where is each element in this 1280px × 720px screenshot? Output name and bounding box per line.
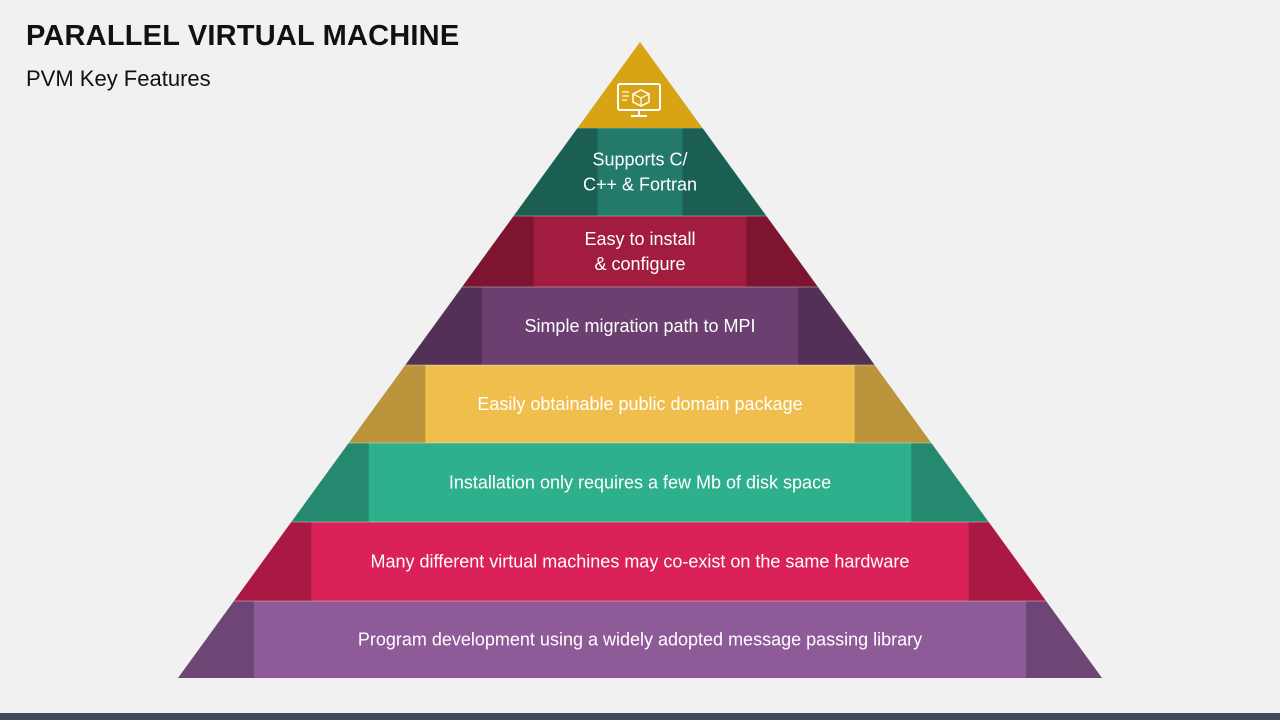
computer-monitor-cube-icon — [617, 83, 661, 117]
footer-bar — [0, 713, 1280, 720]
tier-label: Easy to install — [584, 229, 695, 249]
tier-left-facet — [178, 601, 254, 678]
tier-right-facet — [682, 128, 767, 216]
tier-band — [291, 443, 989, 522]
tier-label: Many different virtual machines may co-e… — [371, 552, 910, 572]
tier-band — [405, 287, 875, 365]
tier-left-facet — [513, 128, 598, 216]
tier-left-facet — [233, 522, 312, 601]
pyramid-tier-5: Installation only requires a few Mb of d… — [291, 442, 989, 522]
tier-right-facet — [911, 443, 989, 522]
pyramid-tier-7: Program development using a widely adopt… — [178, 600, 1102, 678]
slide-subtitle: PVM Key Features — [26, 66, 211, 91]
tier-label: Supports C/ — [592, 150, 687, 170]
tier-label: C++ & Fortran — [583, 175, 697, 195]
tier-left-facet — [291, 443, 369, 522]
pyramid-tier-4: Easily obtainable public domain package — [348, 364, 932, 443]
tier-right-facet — [746, 216, 818, 287]
tier-label: Program development using a widely adopt… — [358, 630, 922, 650]
tier-left-facet — [405, 287, 483, 365]
tier-left-facet — [462, 216, 534, 287]
slide-title: PARALLEL VIRTUAL MACHINE — [26, 20, 460, 52]
tier-band — [178, 601, 1102, 678]
tier-band — [348, 365, 932, 443]
pyramid-tier-2: Easy to install & configure — [462, 215, 818, 287]
tier-band — [233, 522, 1047, 601]
tier-label: Simple migration path to MPI — [524, 316, 755, 336]
pyramid-tier-3: Simple migration path to MPI — [405, 286, 875, 365]
tier-band — [513, 128, 767, 216]
tier-label: & configure — [594, 254, 685, 274]
pyramid-tier-6: Many different virtual machines may co-e… — [233, 521, 1047, 601]
tier-right-facet — [854, 365, 932, 443]
tier-label: Installation only requires a few Mb of d… — [449, 473, 831, 493]
tier-left-facet — [348, 365, 426, 443]
tier-label: Easily obtainable public domain package — [477, 394, 802, 414]
pyramid-tier-1: Supports C/C++ & Fortran — [513, 127, 767, 216]
tier-right-facet — [1026, 601, 1102, 678]
tier-right-facet — [797, 287, 875, 365]
tier-band — [462, 216, 818, 287]
tier-right-facet — [968, 522, 1047, 601]
